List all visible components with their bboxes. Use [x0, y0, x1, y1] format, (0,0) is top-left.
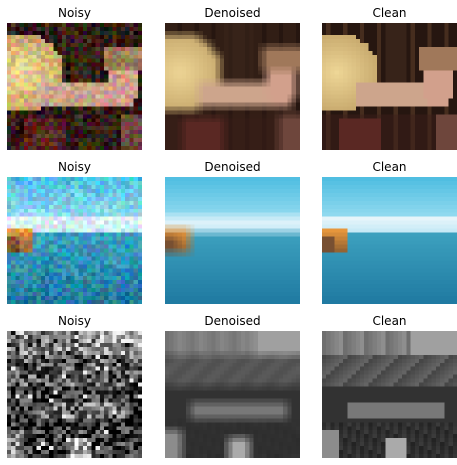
panel-title: Clean — [372, 314, 407, 328]
image-clean — [322, 331, 457, 458]
image-clean — [322, 23, 457, 150]
panel-title: Noisy — [57, 160, 91, 174]
image-clean — [322, 177, 457, 304]
image-denoised — [165, 23, 300, 150]
image-denoised — [165, 177, 300, 304]
panel-title: Noisy — [57, 6, 91, 20]
image-noisy — [7, 23, 142, 150]
panel-title: Denoised — [204, 6, 261, 20]
panel-title: Clean — [372, 160, 407, 174]
panel-title: Clean — [372, 6, 407, 20]
panel-title: Noisy — [57, 314, 91, 328]
image-denoised — [165, 331, 300, 458]
image-noisy — [7, 331, 142, 458]
panel-title: Denoised — [204, 160, 261, 174]
panel-title: Denoised — [204, 314, 261, 328]
image-noisy — [7, 177, 142, 304]
